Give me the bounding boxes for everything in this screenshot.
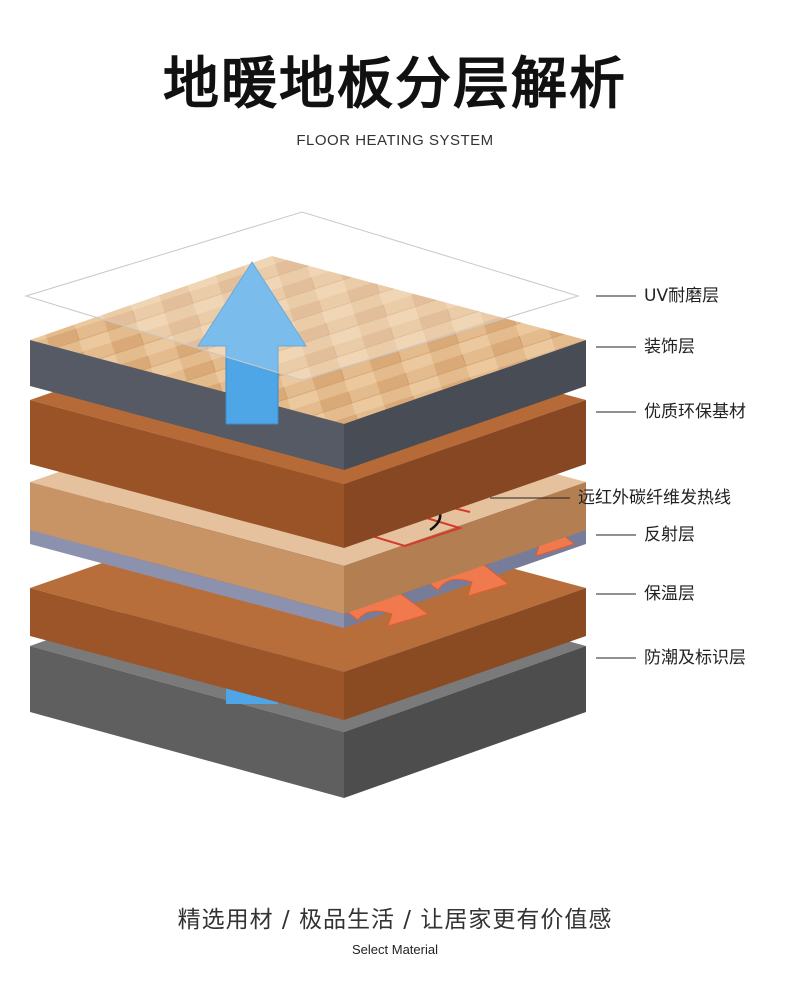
label-substrate-layer: 优质环保基材: [644, 402, 746, 422]
page-title: 地暖地板分层解析: [163, 52, 627, 117]
label-uv-layer: UV耐磨层: [644, 286, 720, 306]
decorative-layer: [30, 256, 586, 470]
label-moisture-layer: 防潮及标识层: [644, 648, 746, 668]
label-insulation-layer: 保温层: [644, 584, 695, 604]
label-reflective-layer: 反射层: [644, 525, 695, 545]
leader-lines: [490, 295, 636, 659]
footer-tagline-en: Select Material: [352, 942, 438, 957]
page-subtitle: FLOOR HEATING SYSTEM: [296, 132, 494, 149]
arrow-head: [197, 261, 307, 425]
footer-tagline: 精选用材 / 极品生活 / 让居家更有价值感: [177, 907, 613, 933]
label-heating-wire: 远红外碳纤维发热线: [578, 488, 731, 508]
label-decorative-layer: 装饰层: [644, 337, 695, 357]
uv-layer: [24, 211, 580, 381]
